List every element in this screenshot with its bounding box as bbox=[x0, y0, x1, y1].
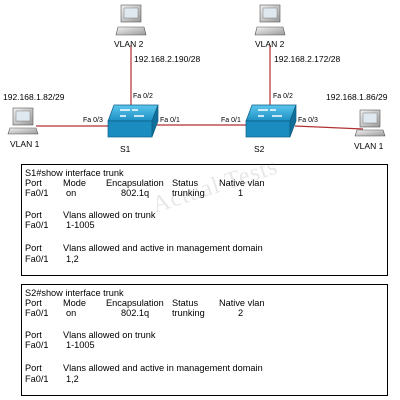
links bbox=[36, 45, 364, 130]
pc-vlan1-left-ip: 192.168.1.82/29 bbox=[3, 92, 65, 102]
link-s2-pc-vlan1-right bbox=[294, 125, 364, 130]
s2-port-fa01-label: Fa 0/1 bbox=[221, 117, 241, 124]
s1-header-status: Status bbox=[172, 178, 199, 188]
s1-allowed-port: Fa0/1 bbox=[25, 220, 49, 230]
s2-active-header-label: Vlans allowed and active in management d… bbox=[63, 363, 263, 373]
s2-port-fa03-label: Fa 0/3 bbox=[298, 117, 318, 124]
s1-active-header-port: Port bbox=[25, 243, 42, 253]
s1-row-mode: on bbox=[66, 188, 77, 198]
pc-vlan1-left-icon bbox=[7, 107, 39, 135]
s1-port-fa02-label: Fa 0/2 bbox=[133, 93, 153, 100]
s2-header-status: Status bbox=[172, 298, 199, 308]
s2-allowed-value: 1-1005 bbox=[66, 340, 95, 350]
s1-allowed-header-port: Port bbox=[25, 210, 42, 220]
s1-row-encapsulation: 802.1q bbox=[121, 188, 150, 198]
s1-command: S1#show interface trunk bbox=[25, 168, 124, 178]
s1-port-fa01-label: Fa 0/1 bbox=[160, 117, 180, 124]
pc-vlan1-right-label: VLAN 1 bbox=[354, 141, 384, 151]
s1-active-value: 1,2 bbox=[66, 254, 79, 264]
s1-header-encapsulation: Encapsulation bbox=[106, 178, 164, 188]
pc-vlan2-right-ip: 192.168.2.172/28 bbox=[274, 54, 340, 64]
s2-header-encapsulation: Encapsulation bbox=[106, 298, 164, 308]
s2-row-encapsulation: 802.1q bbox=[121, 308, 150, 318]
s2-allowed-port: Fa0/1 bbox=[25, 340, 49, 350]
network-topology: VLAN 2 192.168.2.190/28 VLAN 2 192.168.2… bbox=[3, 4, 388, 154]
s1-row-port: Fa0/1 bbox=[25, 188, 49, 198]
pc-vlan1-right-ip: 192.168.1.86/29 bbox=[326, 92, 388, 102]
s2-active-value: 1,2 bbox=[66, 374, 79, 384]
pc-vlan1-left-label: VLAN 1 bbox=[10, 139, 40, 149]
s2-row-native-vlan: 2 bbox=[238, 308, 244, 318]
pc-vlan2-right-label: VLAN 2 bbox=[255, 39, 285, 49]
s2-allowed-header-label: Vlans allowed on trunk bbox=[63, 330, 156, 340]
s2-header-port: Port bbox=[25, 298, 42, 308]
s1-active-port: Fa0/1 bbox=[25, 254, 49, 264]
pc-vlan2-left-ip: 192.168.2.190/28 bbox=[134, 54, 200, 64]
s1-row-native-vlan: 1 bbox=[238, 188, 244, 198]
s2-active-header-port: Port bbox=[25, 363, 42, 373]
s1-header-mode: Mode bbox=[63, 178, 86, 188]
pc-vlan1-right-icon bbox=[354, 109, 386, 137]
s2-header-native-vlan: Native vlan bbox=[219, 298, 265, 308]
s1-row-status: trunking bbox=[172, 188, 205, 198]
s1-allowed-header-label: Vlans allowed on trunk bbox=[63, 210, 156, 220]
pc-vlan2-right-icon bbox=[254, 4, 286, 36]
s1-header-native-vlan: Native vlan bbox=[219, 178, 265, 188]
s2-row-status: trunking bbox=[172, 308, 205, 318]
s2-row-mode: on bbox=[66, 308, 77, 318]
s1-port-fa03-label: Fa 0/3 bbox=[83, 117, 103, 124]
s1-trunk-output-box: S1#show interface trunk Port Mode Encaps… bbox=[21, 164, 388, 276]
s2-name-label: S2 bbox=[254, 144, 265, 154]
switch-s1-icon bbox=[107, 104, 159, 138]
s2-allowed-header-port: Port bbox=[25, 330, 42, 340]
s2-trunk-output-box: S2#show interface trunk Port Mode Encaps… bbox=[21, 284, 388, 396]
s1-allowed-value: 1-1005 bbox=[66, 220, 95, 230]
pc-vlan2-left-label: VLAN 2 bbox=[114, 39, 144, 49]
pc-vlan2-left-icon bbox=[115, 4, 147, 36]
switch-s2-icon bbox=[245, 104, 297, 138]
s1-name-label: S1 bbox=[120, 144, 131, 154]
s2-port-fa02-label: Fa 0/2 bbox=[273, 93, 293, 100]
s2-command: S2#show interface trunk bbox=[25, 288, 124, 298]
s1-active-header-label: Vlans allowed and active in management d… bbox=[63, 243, 263, 253]
s2-header-mode: Mode bbox=[63, 298, 86, 308]
s1-header-port: Port bbox=[25, 178, 42, 188]
s2-row-port: Fa0/1 bbox=[25, 308, 49, 318]
s2-active-port: Fa0/1 bbox=[25, 374, 49, 384]
